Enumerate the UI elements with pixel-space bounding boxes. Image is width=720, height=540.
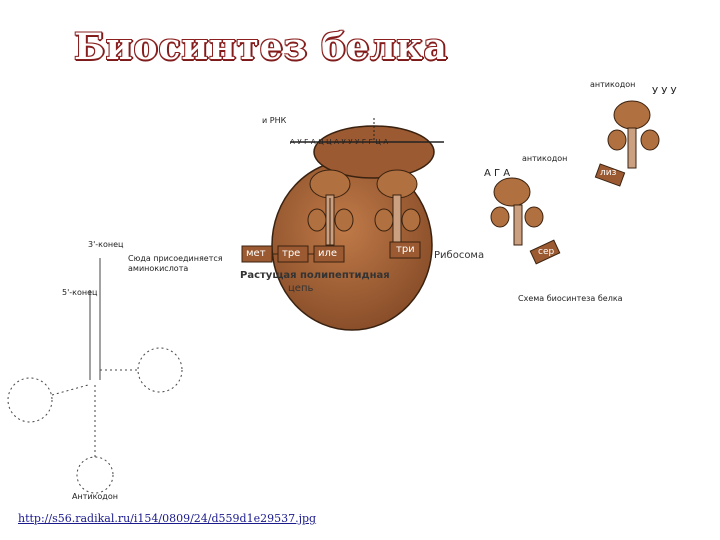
ribosome-diagram [241, 100, 660, 331]
end5-label: 5'-конец [62, 288, 98, 297]
anticodon-label: Антикодон [72, 492, 118, 501]
trna-cloverleaf [7, 258, 183, 494]
ribosome-diagram-panel: и РНК А-У-Г-А-Ц-Ц-А-У-У-У-Г-Г-Ц-А антико… [222, 80, 688, 382]
chain-label-1: Растущая полипептидная [240, 270, 390, 281]
anticodon-uuu: У У У [652, 86, 677, 97]
anticodon-label-mid: антикодон [522, 154, 568, 163]
free-trna-lys [594, 100, 660, 187]
chain-label-2: цепь [288, 283, 314, 294]
free-trna-ser [490, 177, 561, 265]
amino-tri: три [396, 244, 415, 255]
amino-ser: сер [538, 247, 555, 257]
trna-in-site-1 [307, 169, 354, 246]
trna-in-site-2 [374, 169, 421, 246]
anticodon-aga: А Г А [484, 168, 511, 179]
source-link[interactable]: http://s56.radikal.ru/i154/0809/24/d559d… [18, 512, 317, 525]
slide-title: Биосинтез белка [74, 26, 448, 68]
attach-label-1: Сюда присоединяется [128, 254, 223, 263]
mrna-label: и РНК [262, 116, 287, 125]
amino-ile: иле [318, 248, 338, 259]
amino-lys: лиз [600, 168, 617, 178]
caption: Схема биосинтеза белка [518, 294, 623, 303]
attach-label-2: аминокислота [128, 264, 189, 273]
mrna-sequence: А-У-Г-А-Ц-Ц-А-У-У-У-Г-Г-Ц-А [290, 138, 389, 146]
ribosome-label: Рибосома [434, 250, 485, 261]
amino-tre: тре [282, 248, 301, 259]
amino-acid-chain [241, 241, 421, 263]
end3-label: 3'-конец [88, 240, 124, 249]
trna-structure-diagram: 3'-конец 5'-конец Сюда присоединяется ам… [0, 230, 230, 510]
amino-met: мет [246, 248, 266, 259]
anticodon-label-top: антикодон [590, 80, 636, 89]
